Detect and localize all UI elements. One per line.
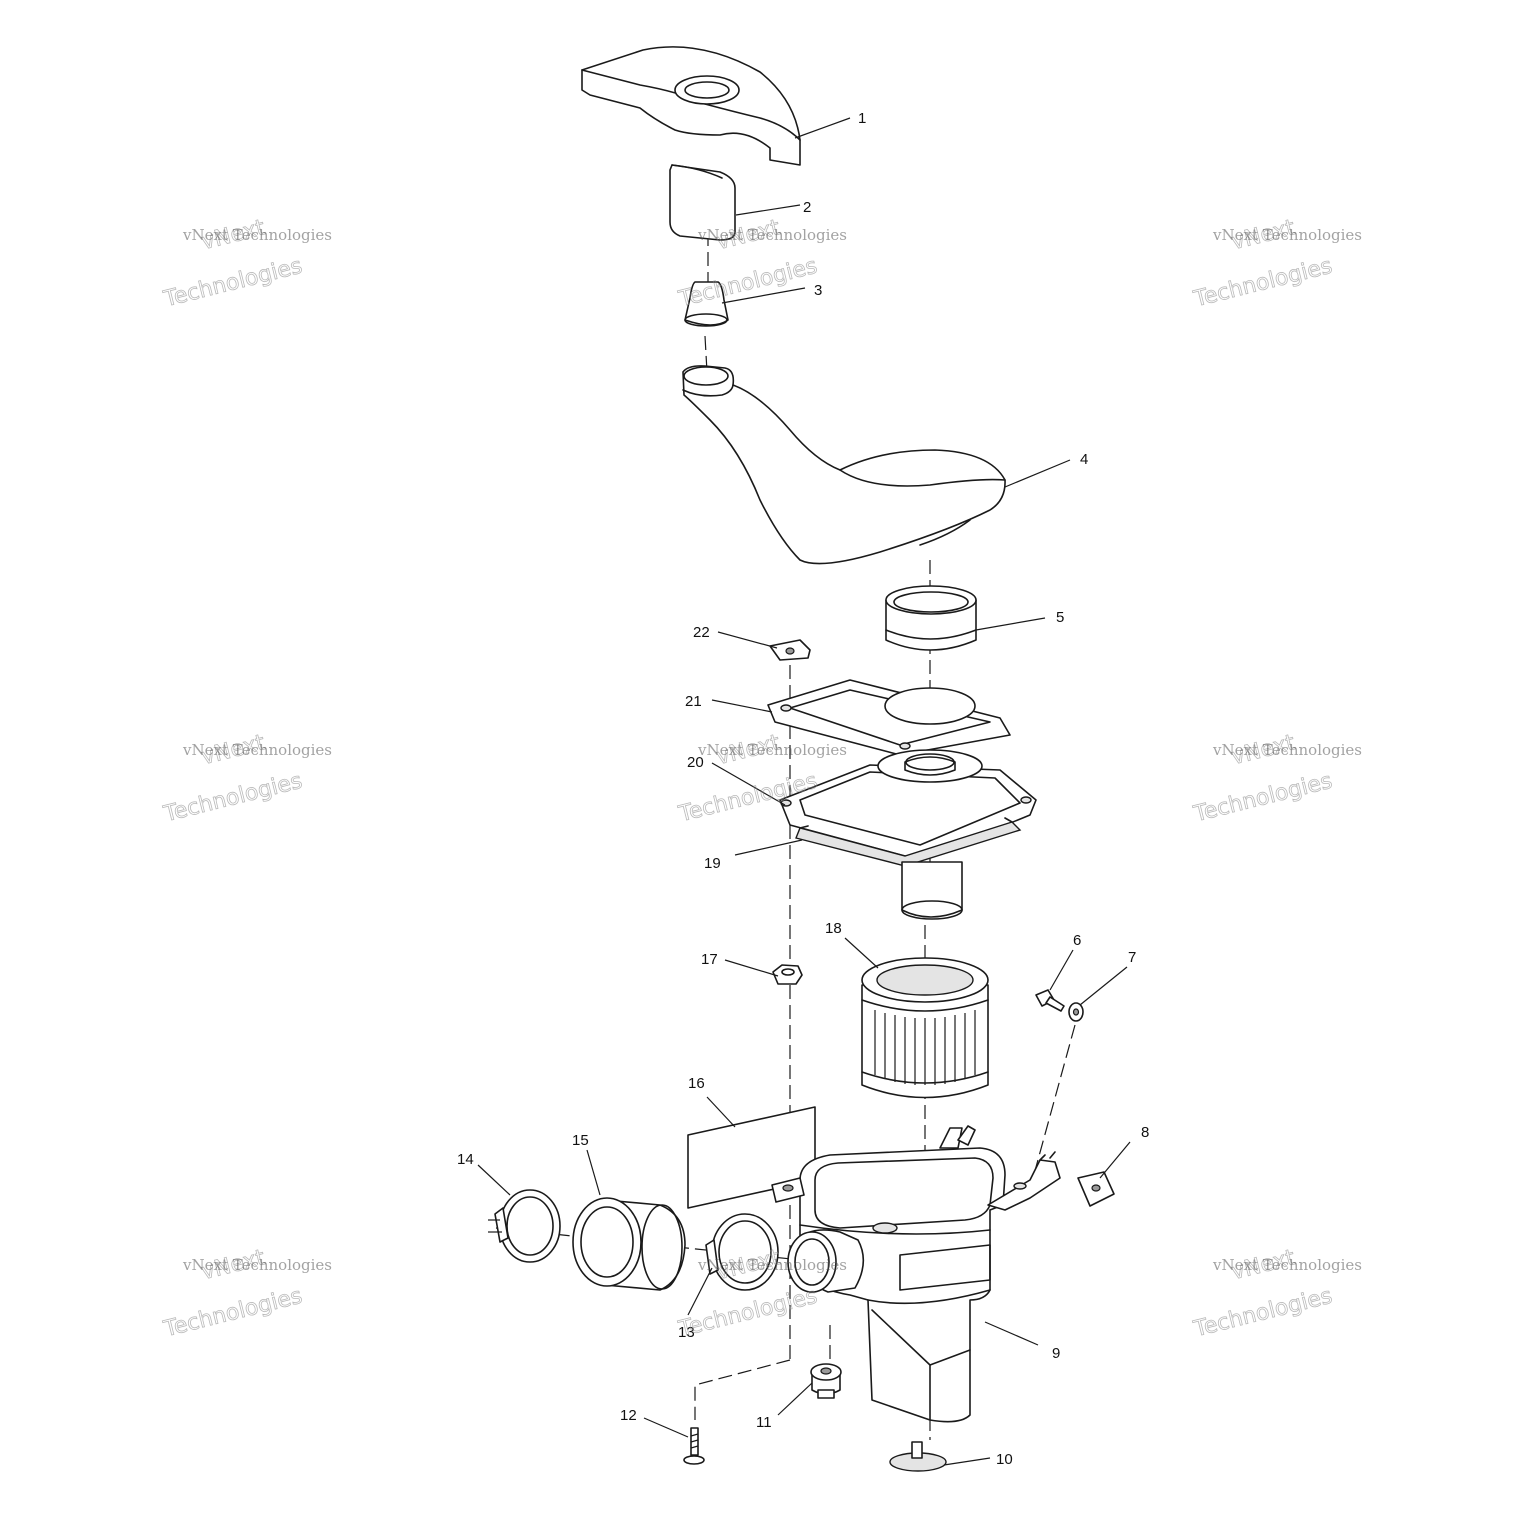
callout-12: 12 (620, 1407, 637, 1424)
part-21-lid-plate (767, 679, 1011, 756)
callout-7: 7 (1128, 949, 1136, 966)
callout-15: 15 (572, 1132, 589, 1149)
callout-13: 13 (678, 1324, 695, 1341)
callout-22: 22 (693, 624, 710, 641)
callout-20: 20 (687, 754, 704, 771)
part-4-intake-duct (682, 365, 1006, 565)
filter-pleats (874, 1010, 976, 1085)
watermark-text: Technologies (1191, 254, 1335, 313)
callout-17: 17 (701, 951, 718, 968)
callout-14: 14 (457, 1151, 474, 1168)
watermark-text: vNext Technologies (1212, 226, 1362, 244)
watermark-text: vNext Technologies (182, 226, 332, 244)
watermark-text: vNext Technologies (1212, 741, 1362, 759)
part-11-grommet (810, 1363, 842, 1399)
watermark-text: Technologies (161, 769, 305, 828)
callout-8: 8 (1141, 1124, 1149, 1141)
watermark-text: vNext Technologies (697, 741, 847, 759)
callout-6: 6 (1073, 932, 1081, 949)
part-10-drain-valve (889, 1441, 947, 1472)
part-17-hex-nut (772, 964, 803, 985)
watermark-bottom-left: vNext vNext Technologies Technologies (160, 1245, 332, 1343)
watermark-middle-left: vNext vNext Technologies Technologies (160, 730, 332, 828)
part-6-bolt (1035, 989, 1065, 1012)
callout-19: 19 (704, 855, 721, 872)
watermark-middle-right: vNext vNext Technologies Technologies (1190, 730, 1362, 828)
watermark-top-right: vNext vNext Technologies Technologies (1190, 215, 1362, 313)
watermark-text: vNext Technologies (697, 226, 847, 244)
part-22-clip-nut (769, 639, 811, 661)
callout-4: 4 (1080, 451, 1088, 468)
part-15-intake-adapter (572, 1197, 686, 1291)
callout-numbers: 1 2 3 4 5 6 7 8 9 10 11 12 13 14 15 16 1… (457, 110, 1149, 1468)
watermark-text: Technologies (1191, 769, 1335, 828)
callout-leader-lines (477, 117, 1131, 1466)
callout-2: 2 (803, 199, 811, 216)
watermark-text: Technologies (1191, 1284, 1335, 1343)
callout-10: 10 (996, 1451, 1013, 1468)
callout-9: 9 (1052, 1345, 1060, 1362)
watermark-top-left: vNext vNext Technologies Technologies (160, 215, 332, 313)
watermark-text: Technologies (161, 254, 305, 313)
callout-18: 18 (825, 920, 842, 937)
part-2-intake-boot (669, 164, 736, 241)
watermark-text: Technologies (676, 1284, 820, 1343)
watermark-bottom-right: vNext vNext Technologies Technologies (1190, 1245, 1362, 1343)
part-8-speed-nut (1077, 1171, 1115, 1207)
part-18-air-filter (861, 957, 989, 1099)
part-9-air-box-housing (771, 1125, 1061, 1423)
watermark-text: vNext Technologies (182, 1256, 332, 1274)
part-13-hose-clamp (705, 1213, 779, 1291)
part-5-coupler-ring (885, 585, 977, 651)
housing-cover-outlet-tube (901, 861, 963, 920)
part-12-screw (683, 1427, 705, 1465)
callout-21: 21 (685, 693, 702, 710)
watermark-bottom-center: vNext vNext Technologies Technologies (675, 1245, 847, 1343)
part-7-washer (1068, 1002, 1084, 1022)
watermark-text: Technologies (676, 254, 820, 313)
watermark-text: vNext Technologies (697, 1256, 847, 1274)
watermark-text: vNext Technologies (182, 741, 332, 759)
watermark-text: vNext Technologies (1212, 1256, 1362, 1274)
part-14-hose-clamp (488, 1189, 561, 1263)
part-3-tapered-sleeve (684, 281, 729, 327)
callout-16: 16 (688, 1075, 705, 1092)
callout-5: 5 (1056, 609, 1064, 626)
callout-3: 3 (814, 282, 822, 299)
callout-11: 11 (756, 1414, 772, 1431)
watermark-text: Technologies (161, 1284, 305, 1343)
part-1-top-cover (581, 46, 801, 166)
callout-1: 1 (858, 110, 866, 127)
